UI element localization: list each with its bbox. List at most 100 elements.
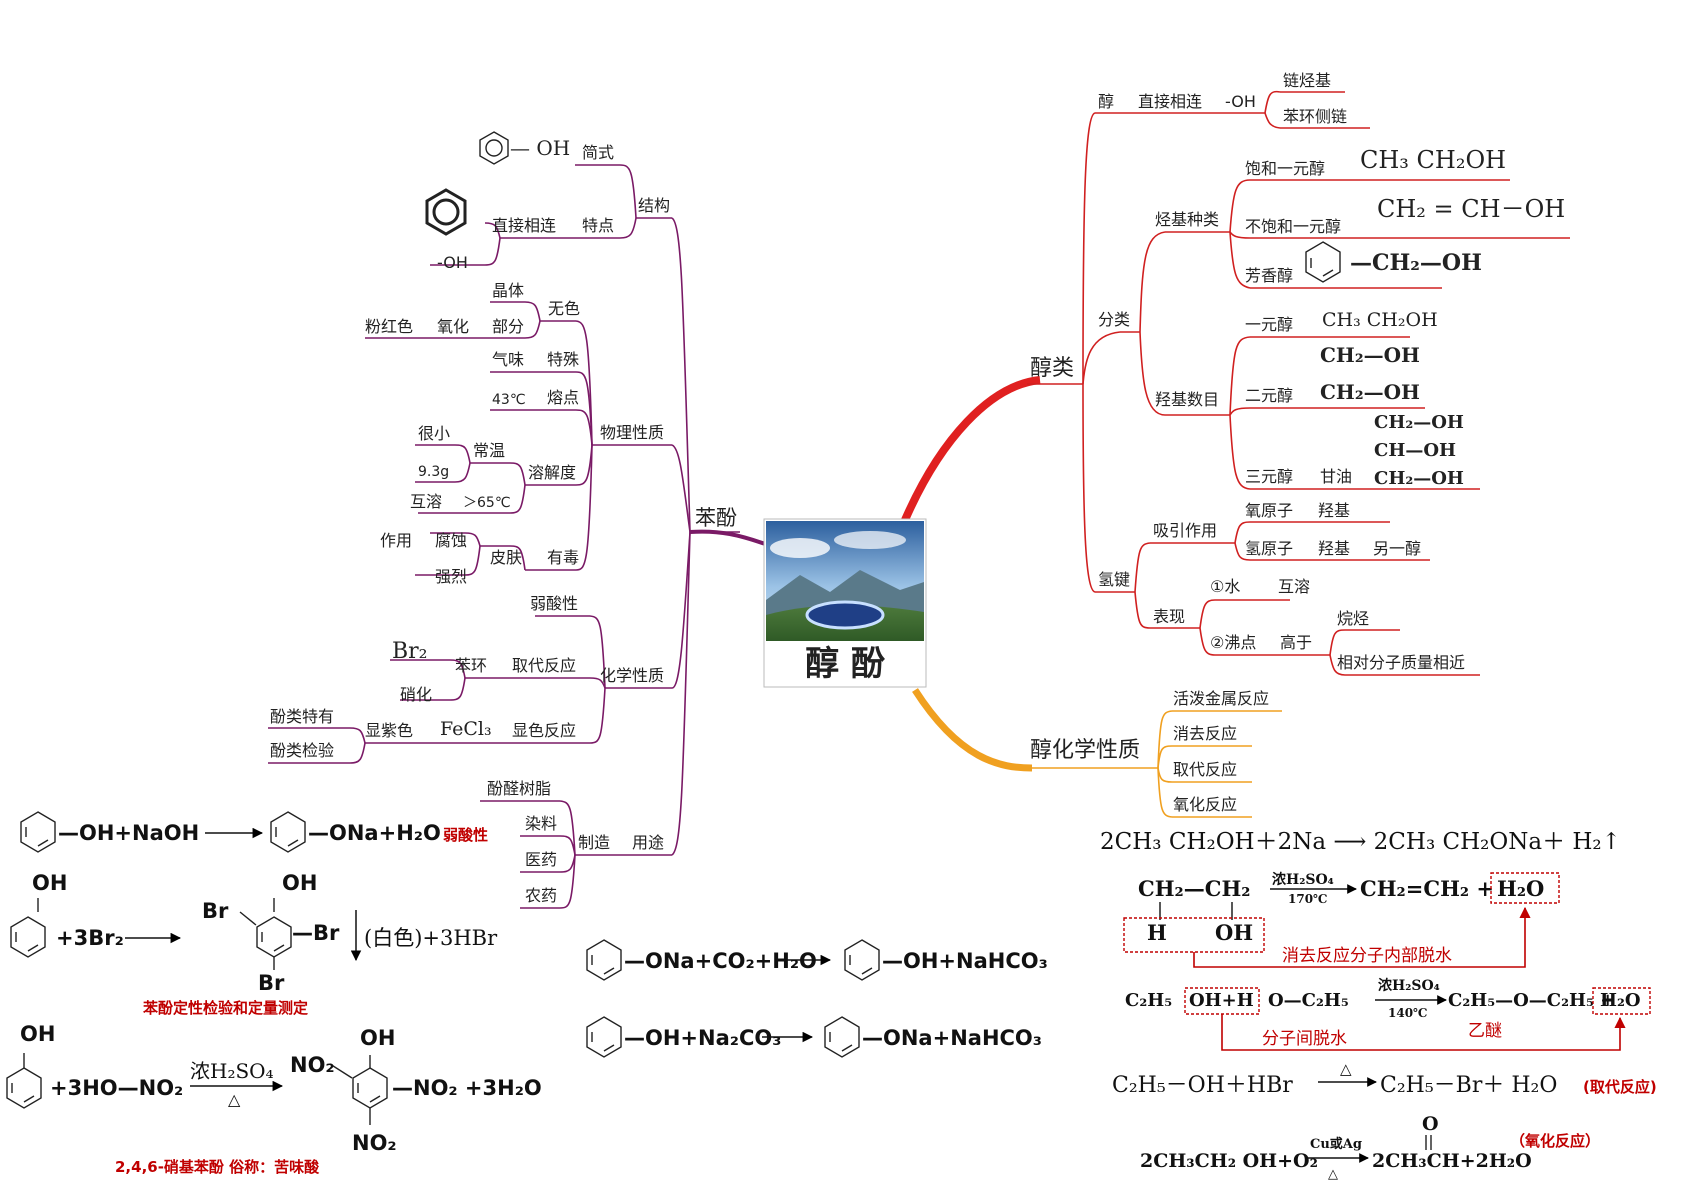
ph-resin: 酚醛树脂 xyxy=(487,779,551,798)
eq-elim-oh: OH xyxy=(1215,920,1253,945)
eq-ether-left: C₂H₅ xyxy=(1125,990,1172,1011)
eq-br-oh-1: OH xyxy=(32,871,67,895)
ph-oh: -OH xyxy=(437,253,468,272)
ph-special: 特殊 xyxy=(547,350,579,369)
eq-elim-top: CH₂—CH₂ xyxy=(1138,876,1251,901)
eq-nitro-oh-2: OH xyxy=(360,1026,395,1050)
alc-h-atom: 氢原子 xyxy=(1245,539,1293,558)
eq-elim-h: H xyxy=(1147,920,1167,945)
alc-chem-item-4: 氧化反应 xyxy=(1173,795,1237,814)
alc-water: ①水 xyxy=(1210,577,1240,596)
ph-strong: 强烈 xyxy=(435,567,467,586)
eq-br-b2: —Br xyxy=(292,921,340,945)
ph-pesticide: 农药 xyxy=(525,886,557,905)
ph-mp-value: 43℃ xyxy=(492,392,526,408)
alc-hydroxy-1: 羟基 xyxy=(1318,501,1350,520)
eq-br-ppt: (白色)+3HBr xyxy=(364,926,498,950)
alc-sat-formula: CH₃ CH₂OH xyxy=(1360,146,1506,174)
alc-hbond: 氢键 xyxy=(1098,570,1130,589)
eq-elim-tag: 消去反应分子内部脱水 xyxy=(1282,946,1452,966)
alc-unsat: 不饱和一元醇 xyxy=(1245,217,1341,236)
alc-misc: 互溶 xyxy=(1278,577,1310,596)
eq-elim-cond: 浓H₂SO₄ xyxy=(1272,871,1334,888)
ph-oxidize: 氧化 xyxy=(437,317,469,336)
alc-di-formula-1: CH₂—OH xyxy=(1320,343,1420,367)
alcohol-lines xyxy=(1027,90,1570,676)
ph-toxic: 有毒 xyxy=(547,548,579,567)
eq-hbr: C₂H₅－OH＋HBr △ C₂H₅－Br＋ H₂O (取代反应) xyxy=(1112,1060,1657,1098)
ph-color-r: 显色反应 xyxy=(512,721,576,740)
eq-ether-tag-2: 乙醚 xyxy=(1468,1021,1502,1041)
benzene-icon xyxy=(586,1016,622,1058)
benzene-icon xyxy=(20,811,56,853)
eq-co2: —ONa+CO₂+H₂O xyxy=(624,949,817,973)
eq-naoh-tag: 弱酸性 xyxy=(443,826,488,844)
benzene-icon xyxy=(1305,241,1341,283)
eq-ether-cond: 浓H₂SO₄ xyxy=(1378,977,1440,994)
phenol-label: 苯酚 xyxy=(695,506,737,530)
alcohol-label: 醇类 xyxy=(1030,356,1074,381)
ph-pink: 粉红色 xyxy=(365,317,413,336)
eq-nitro-tag: 2,4,6-硝基苯酚 俗称：苦味酸 xyxy=(115,1158,320,1176)
alc-attract: 吸引作用 xyxy=(1153,521,1217,540)
ph-subst: 取代反应 xyxy=(512,656,576,675)
ph-purple: 显紫色 xyxy=(365,721,413,740)
eq-ox-rhs: 2CH₃CH+2H₂O xyxy=(1372,1150,1532,1172)
eq-ox-o: O xyxy=(1422,1113,1439,1135)
phenol-eq-arrows xyxy=(125,827,832,1092)
eq-na2co3-product: —ONa+NaHCO₃ xyxy=(862,1026,1042,1050)
eq-hbr-tag: (取代反应) xyxy=(1583,1078,1657,1096)
alc-higher: 高于 xyxy=(1280,633,1312,652)
alc-alkane: 烷烃 xyxy=(1337,609,1369,628)
alc-classify: 分类 xyxy=(1098,310,1130,329)
eq-ether-product: C₂H₅—O—C₂H₅ + xyxy=(1448,990,1615,1011)
ph-skin: 皮肤 xyxy=(490,548,522,567)
eq-nitro-cond: 浓H₂SO₄ xyxy=(190,1059,274,1083)
ph-crystal: 晶体 xyxy=(492,281,524,300)
ph-physical: 物理性质 xyxy=(600,423,664,442)
eq-hbr-lhs: C₂H₅－OH＋HBr xyxy=(1112,1073,1293,1098)
ph-colorless: 无色 xyxy=(548,299,580,318)
alc-chem-label: 醇化学性质 xyxy=(1030,738,1140,763)
alc-show: 表现 xyxy=(1153,607,1185,626)
phenol-lines xyxy=(268,164,740,909)
eq-ox-tag: （氧化反应） xyxy=(1510,1132,1600,1150)
alc-tri: 三元醇 xyxy=(1245,467,1293,486)
ph-weak-acid: 弱酸性 xyxy=(530,594,578,613)
branch-phenol xyxy=(689,529,769,547)
alc-def-root: 醇 xyxy=(1098,92,1114,111)
alc-def-b: 苯环侧链 xyxy=(1283,107,1347,126)
alc-chem-lines xyxy=(1032,710,1282,818)
benzene-icon xyxy=(256,916,292,958)
benzene-icon xyxy=(10,916,46,958)
eq-nitro-n3: NO₂ xyxy=(352,1131,397,1155)
alc-chem-item-2: 消去反应 xyxy=(1173,724,1237,743)
eq-ether-mid: O—C₂H₅ xyxy=(1268,990,1349,1011)
alc-di: 二元醇 xyxy=(1245,386,1293,405)
eq-ether-tag-1: 分子间脱水 xyxy=(1262,1029,1347,1049)
eq-ox-lhs: 2CH₃CH₂ OH+O₂ xyxy=(1140,1150,1318,1172)
ph-short-formula: — OH xyxy=(510,136,570,160)
benzene-icon xyxy=(844,939,880,981)
eq-elim-temp: 170℃ xyxy=(1288,892,1327,906)
ph-use: 用途 xyxy=(632,833,664,852)
eq-br-b3: Br xyxy=(258,971,285,995)
benzene-icon xyxy=(586,939,622,981)
benzene-rings xyxy=(6,131,1341,1125)
benzene-icon xyxy=(6,1067,42,1109)
eq-ether: C₂H₅ OH+H O—C₂H₅ 浓H₂SO₄ 140℃ C₂H₅—O—C₂H₅… xyxy=(1125,977,1651,1051)
alc-other: 另一醇 xyxy=(1373,539,1421,558)
alc-tri-name: 甘油 xyxy=(1320,467,1352,486)
alc-def-a: 链烃基 xyxy=(1283,71,1331,90)
alc-tri-formula-3: CH₂—OH xyxy=(1374,468,1464,489)
eq-nitro-heat: △ xyxy=(228,1090,241,1109)
ph-ring: 苯环 xyxy=(455,656,487,675)
ph-make: 制造 xyxy=(578,833,610,852)
alc-tri-formula-2: CH—OH xyxy=(1374,440,1456,461)
ph-unique: 酚类特有 xyxy=(270,707,334,726)
ph-action: 作用 xyxy=(380,531,412,550)
ph-short: 简式 xyxy=(582,143,614,162)
eq-na2co3: —OH+Na₂CO₃ xyxy=(624,1026,781,1050)
eq-naoh: —OH+NaOH xyxy=(58,821,199,845)
